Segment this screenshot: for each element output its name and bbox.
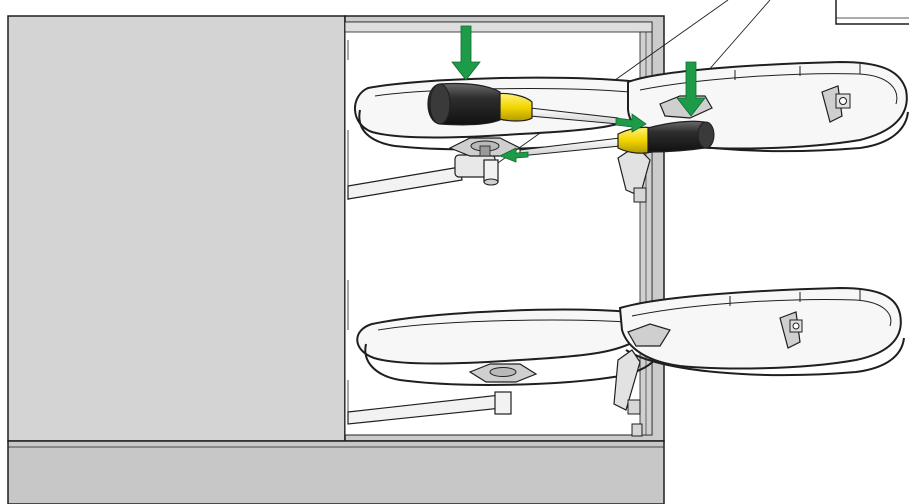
support-arm-icon [347,391,512,425]
down-arrow-icon [676,61,706,117]
callout-box [835,0,909,25]
down-arrow-icon [451,25,481,81]
push-arrow-icon [615,113,647,133]
screwdriver-icon [519,120,715,157]
push-arrow-icon [499,147,529,163]
pivot-bracket-icon [779,311,803,349]
pivot-bracket-icon [448,137,522,157]
pivot-bracket-icon [613,323,671,437]
pivot-bracket-icon [468,363,538,383]
lazy-susan-tray-icon [618,286,905,377]
pivot-bracket-icon [821,85,851,123]
screwdriver-icon [427,82,619,126]
lazy-susan-tray-icon [356,308,662,386]
support-arm-icon [347,154,499,200]
plinth-panel [7,440,665,504]
